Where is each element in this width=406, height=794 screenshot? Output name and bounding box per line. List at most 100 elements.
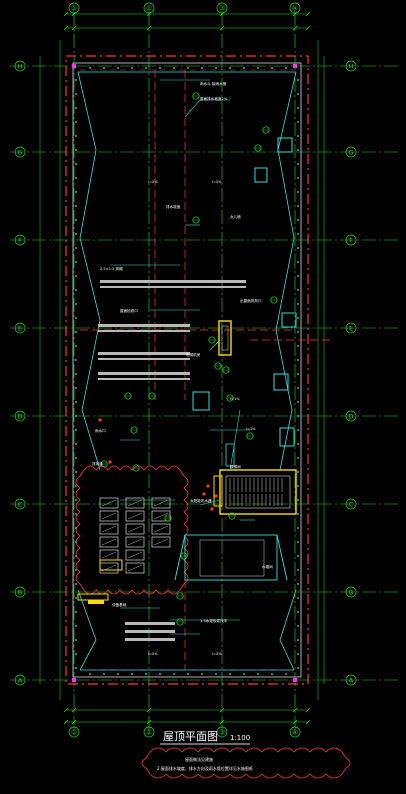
- axis-bubble-row-B-left: B: [14, 586, 26, 598]
- axis-bubble-row-A-right: A: [345, 674, 357, 686]
- svg-text:F: F: [18, 237, 22, 245]
- svg-text:②: ②: [146, 729, 152, 737]
- svg-text:④: ④: [292, 5, 298, 13]
- svg-text:G: G: [348, 149, 353, 157]
- annotation-text: 出屋面排风口: [240, 298, 262, 303]
- svg-text:C: C: [18, 501, 23, 509]
- drain-symbol: [262, 126, 270, 134]
- annotation-text: 水箱间: [262, 564, 273, 569]
- drain-symbol: [208, 336, 216, 344]
- svg-text:③: ③: [219, 5, 225, 13]
- drainage-division-lines: [77, 71, 297, 671]
- svg-text:①: ①: [71, 729, 77, 737]
- annotation-text: i=2%: [212, 652, 222, 656]
- svg-text:③: ③: [219, 729, 225, 737]
- solar-panels: [99, 497, 171, 574]
- annotation-text: 设备基础: [112, 602, 127, 607]
- annotation-text: 女儿墙: [230, 214, 241, 219]
- building-outline: [65, 55, 309, 685]
- drain-symbol: [176, 592, 184, 600]
- drawing-title: 屋顶平面图: [163, 730, 218, 743]
- svg-text:D: D: [17, 413, 22, 421]
- drain-symbol: [164, 514, 172, 522]
- axis-bubble-col-4: ④: [289, 2, 301, 14]
- axis-bubble-row-H-right: H: [345, 60, 357, 72]
- axis-bubble-row-G-left: G: [14, 146, 26, 158]
- drain-symbol: [270, 296, 278, 304]
- rain-outlet-marker: [202, 492, 206, 496]
- drain-symbol: [222, 366, 230, 374]
- annotation-text: i=1%: [230, 397, 240, 401]
- axis-bubble-row-D-right: D: [345, 410, 357, 422]
- drain-symbol: [228, 512, 236, 520]
- equipment-boxes: [77, 137, 297, 604]
- svg-text:A: A: [349, 677, 354, 685]
- drawing-scale: 1:100: [230, 734, 250, 742]
- axis-bubble-col-3: ③: [216, 726, 228, 738]
- drain-symbol: [246, 432, 254, 440]
- axis-bubble-col-3: ③: [216, 2, 228, 14]
- annotation-text: 1:3水泥砂浆找平: [200, 618, 228, 623]
- tank-room[interactable]: [174, 534, 288, 581]
- axis-bubble-row-D-left: D: [14, 410, 26, 422]
- drawing-note-2: 2.屋面排水坡度、排水方向及雨水管位置详见水施图纸: [157, 765, 253, 771]
- rain-outlet-marker: [214, 494, 218, 498]
- annotation-texts: 雨水斗 接雨水管屋面排水坡度2%i=2%i=2%i=2%i=2%排水坡度女儿墙出…: [92, 81, 273, 656]
- axis-bubble-row-C-left: C: [14, 498, 26, 510]
- annotation-text: 雨水斗 接雨水管: [200, 81, 227, 86]
- axis-bubble-col-1: ①: [68, 2, 80, 14]
- axis-bubble-col-1: ①: [68, 726, 80, 738]
- drain-symbol: [132, 464, 140, 472]
- svg-text:②: ②: [146, 5, 152, 13]
- svg-text:H: H: [349, 63, 354, 71]
- pipe-racks: [98, 280, 246, 641]
- solar-panel-area[interactable]: [75, 465, 189, 595]
- drain-symbol: [180, 552, 188, 560]
- annotation-text: i=1%: [246, 427, 256, 431]
- svg-text:B: B: [18, 589, 22, 597]
- drain-symbol: [176, 618, 184, 626]
- annotation-text: 屋面检修口: [120, 308, 138, 313]
- axis-bubble-row-F-left: F: [14, 234, 26, 246]
- axis-bubble-col-2: ②: [143, 2, 155, 14]
- leader-lines: [110, 79, 255, 635]
- svg-text:D: D: [348, 413, 353, 421]
- rain-outlet-marker: [210, 507, 214, 511]
- drain-symbol: [226, 394, 234, 402]
- drain-symbol: [130, 426, 138, 434]
- svg-text:④: ④: [292, 729, 298, 737]
- svg-text:H: H: [18, 63, 23, 71]
- drain-symbol: [192, 92, 200, 100]
- stair-room[interactable]: [213, 443, 297, 515]
- internal-centerlines: [80, 70, 330, 670]
- annotation-text: 排水坡度: [166, 204, 181, 209]
- svg-text:B: B: [349, 589, 353, 597]
- title-block: 屋顶平面图 1:100 屋面做法见建施 2.屋面排水坡度、排水方向及雨水管位置详…: [141, 730, 351, 779]
- axis-bubble-row-C-right: C: [345, 498, 357, 510]
- axis-bubble-row-G-right: G: [345, 146, 357, 158]
- axis-bubble-row-E-left: E: [14, 322, 26, 334]
- axis-bubble-col-4: ④: [289, 726, 301, 738]
- drain-symbol: [124, 392, 132, 400]
- svg-text:G: G: [17, 149, 22, 157]
- svg-text:A: A: [18, 677, 23, 685]
- rain-outlet-marker: [98, 418, 102, 422]
- drain-symbol: [100, 460, 108, 468]
- svg-text:E: E: [349, 325, 353, 333]
- rain-outlet-marker: [108, 460, 112, 464]
- axis-bubble-row-B-right: B: [345, 586, 357, 598]
- svg-text:F: F: [349, 237, 353, 245]
- annotation-text: 雨水口: [95, 428, 106, 433]
- annotation-text: 太阳能热水器: [190, 498, 212, 503]
- drain-symbols: [98, 92, 278, 626]
- annotation-text: 楼梯间: [230, 464, 241, 469]
- axis-bubble-col-2: ②: [143, 726, 155, 738]
- svg-text:①: ①: [71, 5, 77, 13]
- drain-symbol: [192, 216, 200, 224]
- annotation-text: 排风道: [92, 461, 103, 466]
- drain-symbol: [214, 362, 222, 370]
- annotation-text: i=2%: [148, 180, 158, 184]
- annotation-text: 屋面排水坡度2%: [200, 96, 228, 101]
